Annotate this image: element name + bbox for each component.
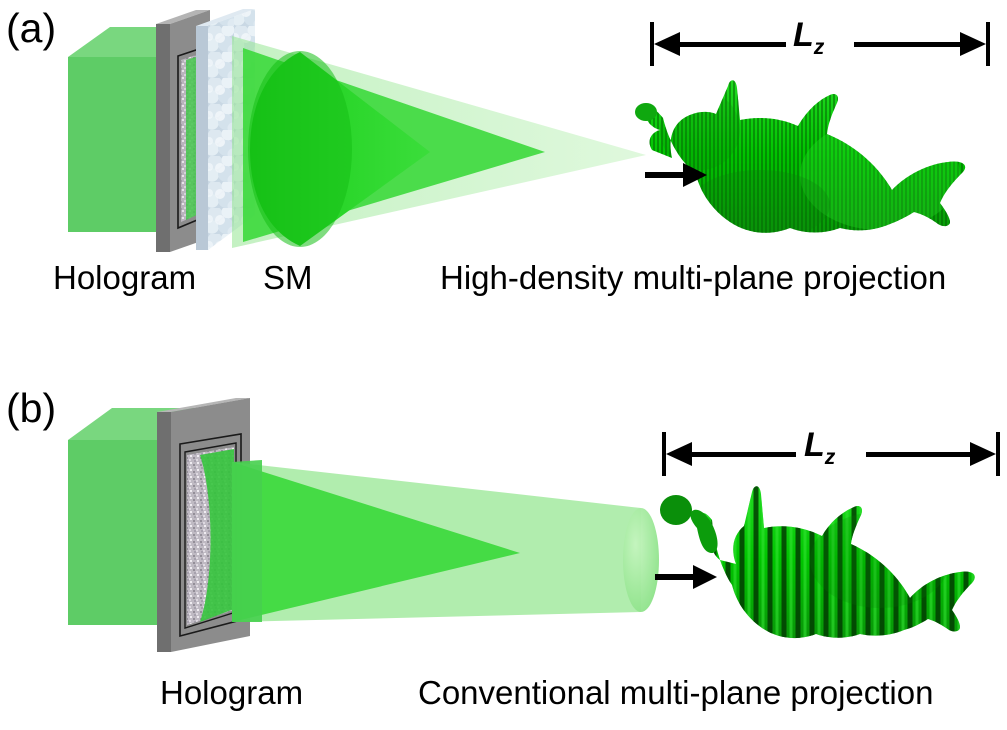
scattering-medium-label-a: SM [263, 259, 313, 296]
focus-cone-a [248, 51, 430, 247]
caption-b: Conventional multi-plane projection [418, 674, 934, 711]
ruler-tick-left [650, 22, 654, 66]
ruler-tick-right [996, 432, 1000, 476]
ruler-tick-left [662, 432, 666, 476]
beam-front-face-b [232, 460, 262, 622]
ruler-bar-left [676, 42, 786, 47]
ruler-bar-left [688, 452, 796, 457]
ruler-arrowhead-right [970, 442, 996, 466]
ruler-arrowhead-right [960, 32, 986, 56]
hologram-label-b: Hologram [160, 674, 304, 711]
arrow-head-icon [693, 565, 717, 589]
panel-label-b: (b) [6, 385, 57, 431]
reconstruction-fragment [660, 495, 692, 525]
arrow-shaft [645, 172, 689, 178]
reconstruction-fragment [690, 509, 718, 554]
axial-extent-symbol-a: Lz [793, 18, 824, 58]
panel-label-a: (a) [6, 5, 57, 51]
lz-symbol: L [793, 16, 814, 54]
caption-a: High-density multi-plane projection [440, 259, 947, 296]
beam-inner-wedge-b [232, 462, 520, 622]
axial-extent-ruler-a: Lz [650, 18, 990, 66]
ruler-tick-right [986, 22, 990, 66]
observation-arrow-a [645, 163, 707, 187]
arrow-head-icon [683, 163, 707, 187]
observation-arrow-b [655, 565, 717, 589]
ruler-arrowhead-left [666, 442, 692, 466]
ruler-arrowhead-left [654, 32, 680, 56]
reconstruction-a [635, 80, 966, 233]
axial-extent-ruler-b: Lz [662, 428, 1000, 476]
arrow-shaft [655, 574, 699, 580]
axial-extent-symbol-b: Lz [804, 428, 835, 468]
lz-symbol: L [804, 426, 825, 464]
lz-subscript: z [824, 445, 836, 469]
ruler-bar-right [854, 42, 964, 47]
hologram-label-a: Hologram [53, 259, 197, 296]
ruler-bar-right [866, 452, 974, 457]
lz-subscript: z [813, 35, 825, 59]
